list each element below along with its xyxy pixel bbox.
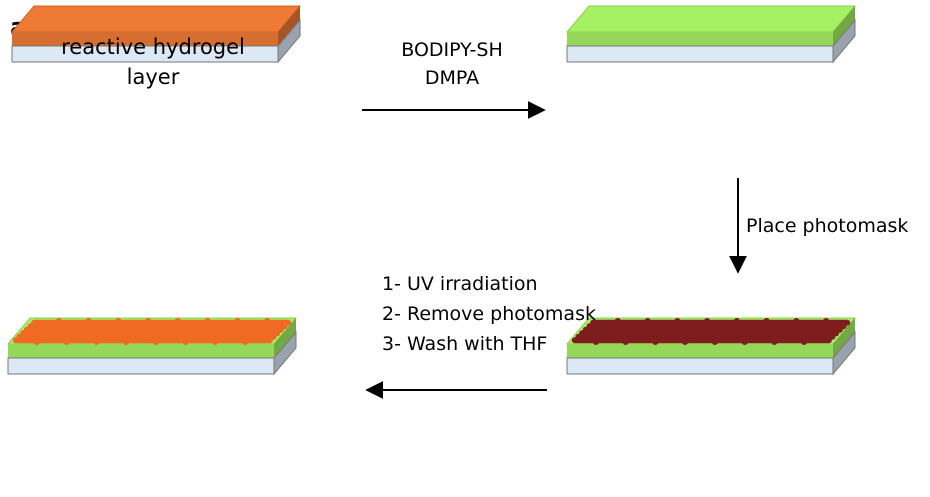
gel-side-face xyxy=(274,318,296,358)
step-3-line-1: 1- UV irradiation xyxy=(382,273,538,295)
step-3-line-2: 2- Remove photomask xyxy=(382,303,596,325)
slide-reactive-hydrogel xyxy=(10,5,302,64)
gel-front-face xyxy=(567,344,833,358)
step-3-line-3: 3- Wash with THF xyxy=(382,333,547,355)
reagent-1-label: BODIPY-SH xyxy=(401,39,503,61)
gel-front-face xyxy=(567,32,833,46)
gel-top-face xyxy=(10,5,302,33)
glass-front-face xyxy=(566,45,834,63)
glass-front-face xyxy=(11,45,279,63)
photomask-step-label: Place photomask xyxy=(746,215,908,237)
gel-top-face xyxy=(565,5,857,33)
slide-bodipy-layer xyxy=(565,5,857,64)
glass-front-face xyxy=(566,357,834,375)
gel-side-face xyxy=(833,6,855,46)
gel-front-face xyxy=(12,32,278,46)
layer-label-line-1: reactive hydrogel xyxy=(61,35,245,59)
reagent-2-label: DMPA xyxy=(425,67,479,89)
layer-label-line-2: layer xyxy=(127,65,180,89)
glass-front-face xyxy=(7,357,275,375)
gel-front-face xyxy=(8,344,274,358)
slide-patterned-result xyxy=(6,317,298,376)
gel-side-face xyxy=(833,318,855,358)
gel-side-face xyxy=(278,6,300,46)
slide-photomask xyxy=(565,317,857,376)
